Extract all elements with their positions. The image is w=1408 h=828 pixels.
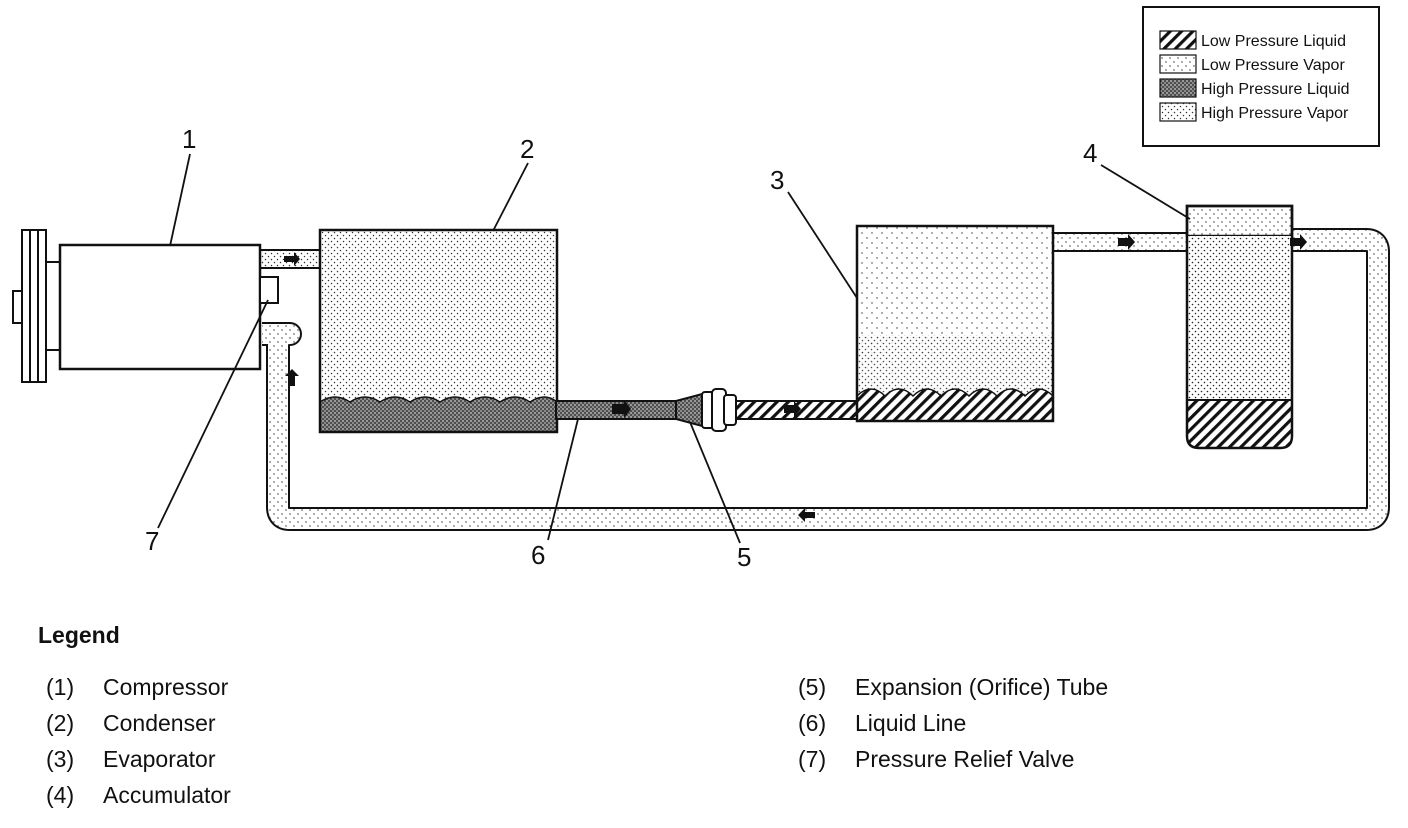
condenser bbox=[318, 228, 559, 434]
evaporator-bubble-section bbox=[857, 335, 1053, 395]
accumulator bbox=[1185, 204, 1294, 450]
flow-arrow-right-icon bbox=[784, 401, 801, 417]
leader-line-5 bbox=[689, 421, 741, 544]
legend-item-evaporator: (3) Evaporator bbox=[46, 746, 231, 782]
legend-item-number: (5) bbox=[798, 674, 827, 700]
evaporator bbox=[855, 224, 1055, 423]
legend-item-number: (7) bbox=[798, 746, 827, 772]
leader-line-2 bbox=[492, 162, 529, 232]
flow-arrow-right-icon bbox=[612, 400, 631, 418]
leader-line-7 bbox=[157, 299, 269, 529]
legend-item-pressure-relief-valve: (7) Pressure Relief Valve bbox=[798, 746, 1108, 782]
legend-item-compressor: (1) Compressor bbox=[46, 674, 231, 710]
key-swatch-low-pressure-liquid bbox=[1159, 30, 1197, 50]
flow-arrow-right-icon bbox=[1118, 234, 1135, 250]
callout-3: 3 bbox=[770, 165, 784, 195]
accumulator-outline bbox=[1185, 204, 1294, 450]
flow-arrow-right-icon bbox=[284, 252, 300, 266]
legend-item-label: Accumulator bbox=[103, 782, 231, 808]
key-item-high-pressure-vapor: High Pressure Vapor bbox=[1159, 102, 1349, 122]
legend-column-left: (1) Compressor (2) Condenser (3) Evaporator… bbox=[46, 674, 231, 818]
legend-item-condenser: (2) Condenser bbox=[46, 710, 231, 746]
accumulator-vapor-section bbox=[1187, 236, 1292, 400]
compressor-body bbox=[58, 243, 262, 371]
legend-item-label: Expansion (Orifice) Tube bbox=[855, 674, 1109, 700]
key-swatch-high-pressure-vapor bbox=[1159, 102, 1197, 122]
legend-item-label: Compressor bbox=[103, 674, 229, 700]
compressor-clutch-plate bbox=[37, 229, 47, 383]
key-item-low-pressure-vapor: Low Pressure Vapor bbox=[1159, 54, 1345, 74]
key-label: High Pressure Liquid bbox=[1201, 81, 1350, 98]
compressor-clutch-plate bbox=[29, 229, 39, 383]
condenser-liquid-section bbox=[320, 397, 557, 432]
callout-4: 4 bbox=[1083, 138, 1097, 168]
expansion-tube-flare bbox=[675, 392, 703, 428]
legend-item-label: Liquid Line bbox=[855, 710, 967, 736]
callout-6: 6 bbox=[531, 540, 545, 570]
legend-item-number: (2) bbox=[46, 710, 75, 736]
key-label: Low Pressure Vapor bbox=[1201, 57, 1345, 74]
callout-2: 2 bbox=[520, 134, 534, 164]
key-swatch-low-pressure-vapor bbox=[1159, 54, 1197, 74]
legend-item-number: (4) bbox=[46, 782, 75, 808]
key-item-high-pressure-liquid: High Pressure Liquid bbox=[1159, 78, 1350, 98]
flow-arrow-up-icon bbox=[285, 369, 299, 386]
legend-item-expansion-tube: (5) Expansion (Orifice) Tube bbox=[798, 674, 1108, 710]
callout-1: 1 bbox=[182, 124, 196, 154]
leader-line-4 bbox=[1100, 164, 1191, 220]
suction-line-fill bbox=[262, 230, 1388, 529]
legend-title: Legend bbox=[38, 622, 120, 648]
leader-line-1 bbox=[169, 153, 191, 247]
compressor-clutch-plate bbox=[21, 229, 31, 383]
legend-item-number: (1) bbox=[46, 674, 75, 700]
leader-line-3 bbox=[787, 191, 858, 299]
legend-item-accumulator: (4) Accumulator bbox=[46, 782, 231, 818]
callout-5: 5 bbox=[737, 542, 751, 572]
expansion-tube-fitting bbox=[723, 394, 737, 426]
callout-7: 7 bbox=[145, 526, 159, 556]
legend-column-right: (5) Expansion (Orifice) Tube (6) Liquid Li… bbox=[798, 674, 1108, 782]
legend-item-number: (3) bbox=[46, 746, 75, 772]
pressure-key: Low Pressure Liquid Low Pressure Vapor H… bbox=[1142, 6, 1380, 147]
key-label: High Pressure Vapor bbox=[1201, 105, 1349, 122]
ac-system-diagram: Low Pressure Liquid Low Pressure Vapor H… bbox=[12, 6, 1390, 572]
accumulator-cap bbox=[1185, 204, 1294, 238]
flow-arrow-right-icon bbox=[1290, 234, 1307, 250]
pressure-relief-valve-body bbox=[259, 276, 279, 304]
key-item-low-pressure-liquid: Low Pressure Liquid bbox=[1159, 30, 1346, 50]
legend-item-label: Evaporator bbox=[103, 746, 216, 772]
legend-item-liquid-line: (6) Liquid Line bbox=[798, 710, 1108, 746]
accumulator-liquid-section bbox=[1187, 400, 1292, 448]
evaporator-liquid-surface bbox=[856, 388, 1054, 398]
condenser-vapor-section bbox=[320, 230, 557, 402]
leader-line-6 bbox=[547, 418, 579, 541]
condenser-outline bbox=[318, 228, 559, 434]
key-swatch-high-pressure-liquid bbox=[1159, 78, 1197, 98]
compressor bbox=[12, 229, 279, 383]
evaporator-liquid-section bbox=[857, 389, 1053, 421]
legend-item-number: (6) bbox=[798, 710, 827, 736]
legend-item-label: Pressure Relief Valve bbox=[855, 746, 1075, 772]
evaporator-outline bbox=[855, 224, 1055, 423]
key-label: Low Pressure Liquid bbox=[1201, 33, 1346, 50]
legend-item-label: Condenser bbox=[103, 710, 216, 736]
condenser-liquid-surface bbox=[319, 396, 558, 403]
flow-arrow-left-icon bbox=[798, 508, 815, 522]
